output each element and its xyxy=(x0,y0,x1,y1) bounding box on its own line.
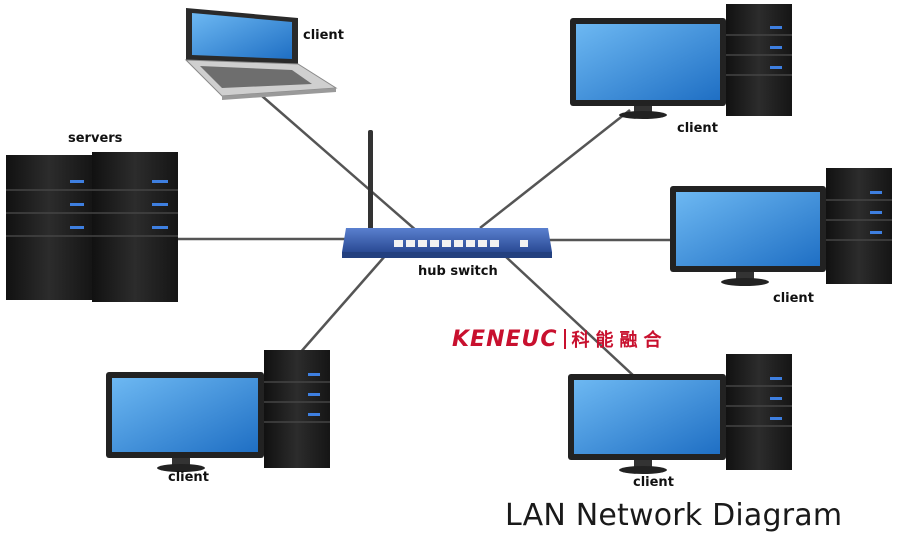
hub-switch-icon xyxy=(342,130,552,258)
client-top-right-icon xyxy=(570,4,792,119)
client-bottom-right-icon xyxy=(568,354,792,474)
hub-switch-label: hub switch xyxy=(418,264,498,279)
server-tower-right xyxy=(92,152,178,302)
client-top-right-label: client xyxy=(677,121,718,136)
client-bottom-left-icon xyxy=(106,350,330,472)
client-mid-right-icon xyxy=(670,168,892,286)
client-bottom-left-label: client xyxy=(168,470,209,485)
client-bottom-right-label: client xyxy=(633,475,674,490)
laptop-client-label: client xyxy=(303,28,344,43)
cable-laptop xyxy=(261,95,419,233)
logo-divider xyxy=(563,329,566,349)
laptop-icon xyxy=(184,8,338,100)
diagram-title: LAN Network Diagram xyxy=(505,498,843,533)
keneuc-logo: KENEUC 科能融合 xyxy=(452,324,668,354)
servers-label: servers xyxy=(68,131,123,146)
cable-client-top-right xyxy=(479,109,631,229)
client-mid-right-label: client xyxy=(773,291,814,306)
logo-cjk-text: 科能融合 xyxy=(571,330,668,351)
logo-latin-text: KENEUC xyxy=(452,326,558,352)
servers-icon xyxy=(6,152,178,302)
server-tower-left xyxy=(6,155,92,300)
cable-client-bottom-right xyxy=(504,255,637,379)
